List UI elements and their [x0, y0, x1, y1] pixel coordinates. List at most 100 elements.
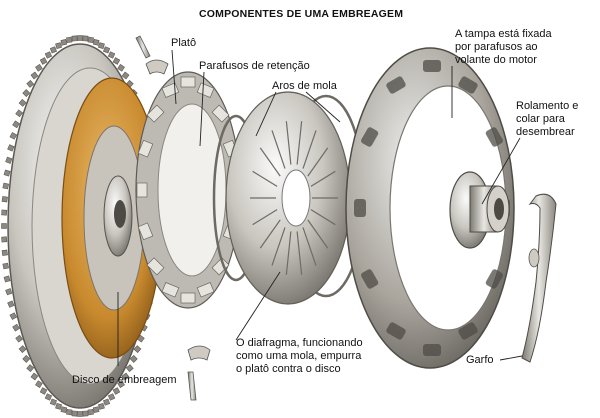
leader-garfo [499, 355, 523, 361]
leader-diafragma [235, 271, 281, 341]
label-diafragma-line-2: como uma mola, empurra [236, 350, 362, 362]
pressure-plate-rib [180, 76, 196, 88]
cover-window [423, 60, 441, 72]
flywheel-tooth [35, 380, 43, 388]
flywheel-tooth [18, 345, 27, 353]
flywheel-tooth [66, 408, 73, 416]
diaphragm-finger [259, 219, 281, 249]
flywheel-tooth [82, 35, 89, 42]
diaphragm-finger [271, 227, 286, 266]
flywheel-tooth [87, 408, 94, 416]
diaphragm-finger [302, 130, 317, 169]
flywheel-tooth [1, 209, 8, 216]
diaphragm-finger [285, 231, 292, 275]
leader-parafusos [199, 71, 205, 147]
flywheel-tooth [77, 411, 83, 417]
flywheel-tooth [26, 364, 35, 372]
pressure-plate-rib [211, 104, 230, 123]
flywheel-tooth [3, 275, 11, 283]
flywheel-tooth [49, 398, 57, 406]
diaphragm-finger [296, 121, 303, 165]
flywheel-tooth [5, 156, 13, 164]
flywheel-tooth [107, 393, 116, 401]
diaphragm-finger [296, 231, 303, 275]
flywheel-tooth [103, 46, 111, 54]
flywheel-tooth [97, 402, 105, 410]
leader-plato [171, 49, 177, 105]
pressure-plate-rib [196, 282, 215, 298]
flywheel-tooth [2, 262, 10, 270]
diaphragm-finger [310, 170, 336, 187]
diaphragm-finger [271, 130, 286, 169]
retaining-screw-bottom [187, 345, 211, 401]
flywheel-tooth [12, 323, 20, 332]
diaphragm-finger [307, 219, 329, 249]
flywheel-tooth [60, 406, 68, 413]
label-rolamento-line-2: colar para [516, 113, 565, 125]
cover-window [386, 322, 406, 340]
diaphragm-finger [285, 121, 292, 165]
flywheel-tooth [18, 99, 27, 107]
flywheel-tooth [66, 36, 73, 44]
flywheel-tooth [87, 36, 94, 44]
leader-rolamento [481, 137, 521, 205]
pressure-plate-rib [137, 139, 154, 158]
flywheel-tooth [15, 334, 24, 343]
clutch-disc [61, 77, 163, 359]
flywheel-tooth [22, 355, 31, 363]
label-diafragma-line-1: O diafragma, funcionando [236, 337, 363, 349]
pressure-plate-rib [136, 182, 148, 198]
flywheel-tooth [55, 42, 63, 50]
flywheel-tooth [117, 64, 125, 72]
cover-window [485, 269, 503, 289]
flywheel-tooth [26, 80, 35, 88]
flywheel-tooth [3, 169, 11, 177]
flywheel-tooth [1, 223, 7, 229]
flywheel-tooth [55, 402, 63, 410]
label-rolamento-line-3: desembrear [516, 126, 575, 138]
flywheel-tooth [30, 71, 39, 80]
flywheel-tooth [35, 64, 43, 72]
flywheel-tooth [103, 398, 111, 406]
label-aros-de-mola: Aros de mola [272, 80, 337, 92]
flywheel-tooth [125, 364, 134, 372]
flywheel-tooth [112, 57, 121, 65]
diaphragm-finger [259, 147, 281, 177]
cover-window [423, 344, 441, 356]
diaphragm-finger [252, 209, 278, 226]
clutch-cover [345, 47, 515, 369]
label-tampa-line-2: por parafusos ao [455, 41, 538, 53]
flywheel-tooth [30, 372, 39, 381]
pressure-plate-rib [196, 82, 215, 98]
cover-window [458, 322, 478, 340]
cover-window [485, 127, 503, 147]
flywheel-tooth [15, 109, 24, 118]
flywheel-tooth [97, 42, 105, 50]
flywheel-tooth [12, 120, 20, 129]
cover-window [361, 127, 379, 147]
leader-lines [117, 49, 523, 366]
label-tampa-line-1: A tampa está fixada [455, 28, 552, 40]
diagram-title: COMPONENTES DE UMA EMBREAGEM [199, 8, 404, 20]
pressure-plate-rib [161, 282, 180, 298]
label-parafusos-retencao: Parafusos de retenção [199, 60, 310, 72]
flywheel-tooth [1, 249, 8, 256]
label-tampa-line-3: volante do motor [455, 54, 537, 66]
cover-window [354, 199, 366, 217]
label-garfo: Garfo [466, 354, 494, 366]
cover-window [458, 76, 478, 94]
pressure-plate-rib [146, 104, 165, 123]
flywheel-tooth [133, 345, 142, 353]
flywheel-tooth [129, 355, 138, 363]
flywheel-tooth [71, 410, 78, 417]
diaphragm-spring [225, 91, 351, 305]
flywheel-tooth [121, 372, 130, 381]
flywheel-tooth [121, 71, 130, 80]
flywheel-tooth [44, 393, 53, 401]
diaphragm-fingers [250, 121, 338, 275]
label-rolamento-line-1: Rolamento e [516, 100, 579, 112]
flywheel-tooth [2, 182, 10, 190]
flywheel-tooth [9, 132, 18, 140]
flywheel-tooth [44, 51, 53, 59]
